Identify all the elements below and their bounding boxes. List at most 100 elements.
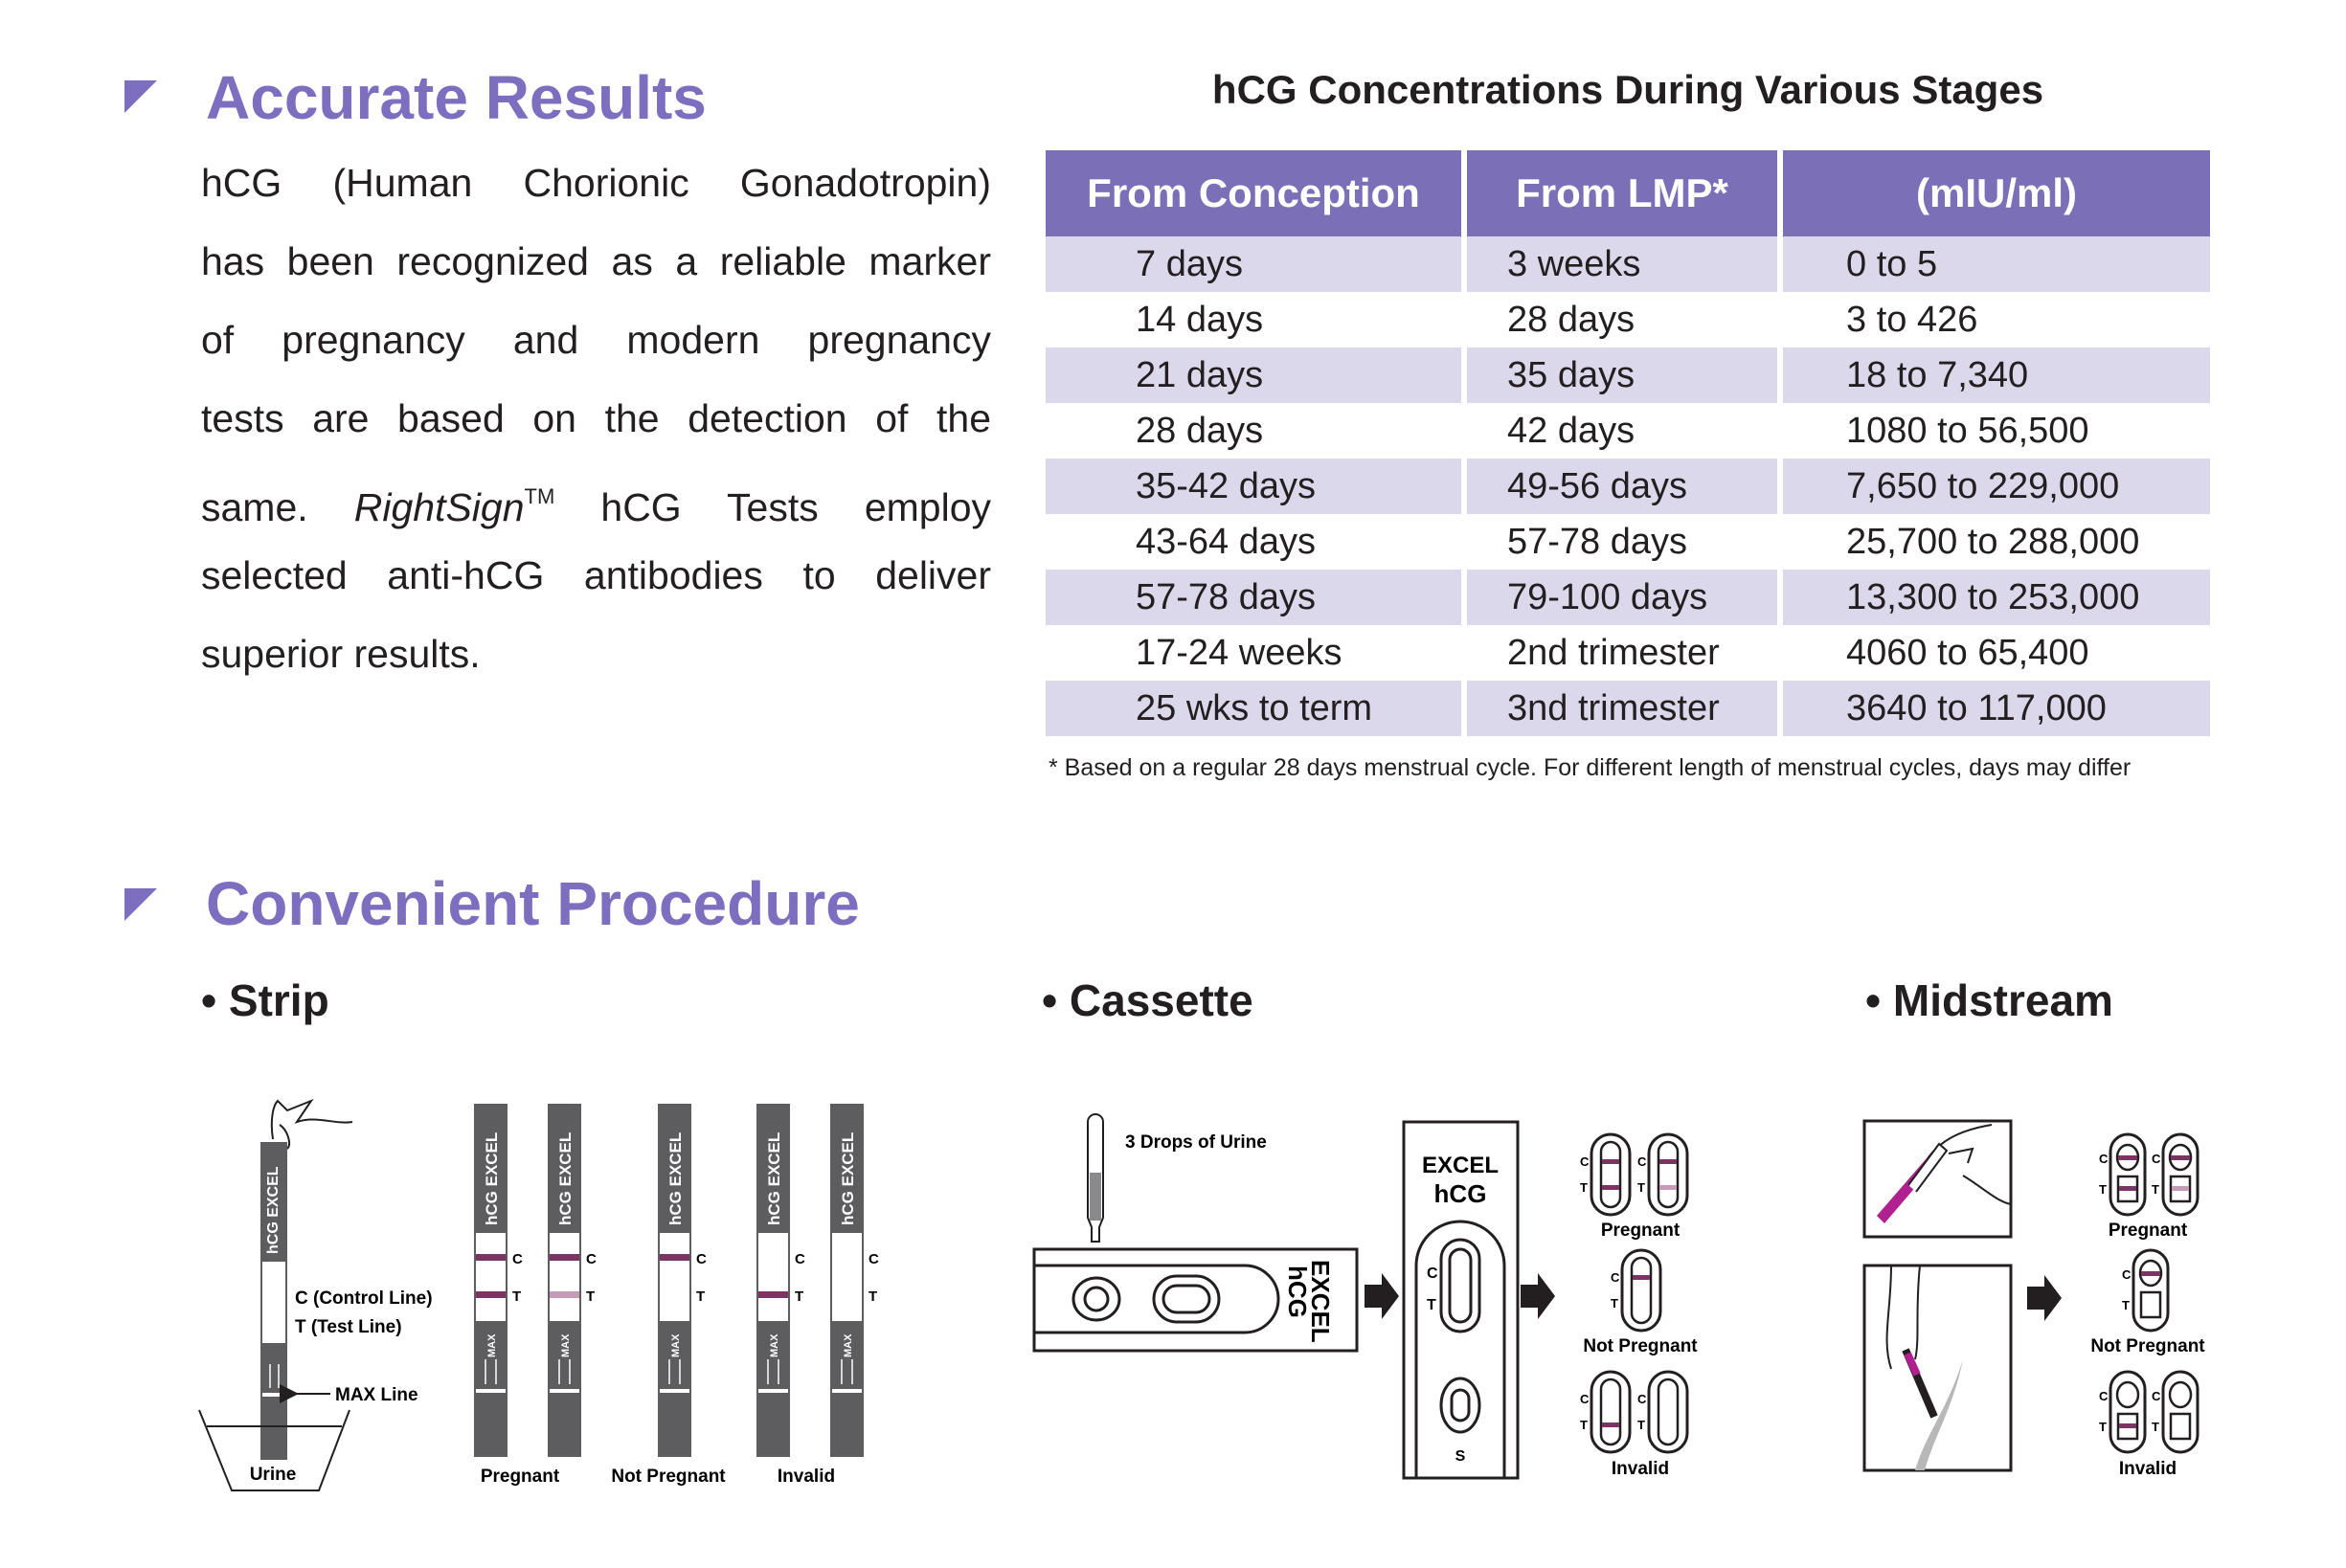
cassette-product: hCG bbox=[1434, 1179, 1487, 1208]
cassette-brand: EXCEL bbox=[1422, 1153, 1499, 1178]
c-mark: C bbox=[696, 1251, 707, 1267]
result-window: CT bbox=[2099, 1132, 2147, 1217]
c-mark: C bbox=[2099, 1152, 2109, 1166]
result-window: CT bbox=[1580, 1132, 1632, 1217]
test-line-label: T (Test Line) bbox=[295, 1317, 402, 1337]
table-cell: 25,700 to 288,000 bbox=[1846, 521, 2140, 562]
c-mark: C bbox=[1637, 1154, 1647, 1169]
accurate-results-paragraph: hCG (Human Chorionic Gonadotropin) has b… bbox=[201, 144, 991, 693]
text: same. bbox=[201, 485, 354, 529]
cassette-vertical bbox=[1402, 1120, 1520, 1480]
column-header: From Conception bbox=[1046, 150, 1467, 236]
max-line bbox=[550, 1389, 579, 1393]
strip-brand: hCG EXCEL bbox=[839, 1132, 857, 1225]
convenient-procedure-heading: Convenient Procedure bbox=[206, 869, 860, 938]
c-mark: C bbox=[2152, 1389, 2161, 1403]
c-mark: C bbox=[2152, 1152, 2161, 1166]
test-line bbox=[2172, 1186, 2189, 1191]
t-mark: T bbox=[696, 1288, 705, 1305]
table-cell: 42 days bbox=[1467, 403, 1783, 459]
table-cell: 1080 to 56,500 bbox=[1846, 410, 2089, 451]
table-cell: 79-100 days bbox=[1467, 570, 1783, 625]
c-mark: C bbox=[512, 1251, 523, 1267]
control-line bbox=[660, 1254, 689, 1261]
arrow-down-icon bbox=[558, 1359, 571, 1384]
t-mark: T bbox=[2152, 1420, 2159, 1434]
arrow-down-icon bbox=[668, 1359, 681, 1384]
table-cell: 49-56 days bbox=[1467, 459, 1783, 514]
max-mark: MAX bbox=[843, 1333, 854, 1357]
drops-label: 3 Drops of Urine bbox=[1125, 1132, 1267, 1153]
table-cell: 28 days bbox=[1467, 292, 1783, 347]
accurate-results-heading: Accurate Results bbox=[206, 63, 707, 132]
t-mark: T bbox=[1637, 1180, 1645, 1195]
result-window: CT bbox=[1637, 1370, 1689, 1454]
table-cell: 2nd trimester bbox=[1467, 625, 1783, 681]
max-line bbox=[758, 1389, 788, 1393]
paragraph-line: of pregnancy and modern pregnancy bbox=[201, 318, 991, 362]
result-window: CT bbox=[2152, 1370, 2199, 1454]
table-cell: 4060 to 65,400 bbox=[1846, 632, 2089, 673]
strip-result-label: Not Pregnant bbox=[611, 1467, 726, 1487]
arrow-right-icon bbox=[1521, 1273, 1555, 1319]
result-window: CT bbox=[1637, 1132, 1689, 1217]
arrow-down-icon bbox=[485, 1359, 497, 1384]
c-mark: C bbox=[2099, 1389, 2109, 1403]
test-line bbox=[1602, 1422, 1619, 1427]
paragraph-line: tests are based on the detection of the bbox=[201, 396, 991, 440]
t-mark: T bbox=[2099, 1182, 2107, 1197]
table-cell: 14 days bbox=[1046, 292, 1467, 347]
strip-window bbox=[476, 1233, 506, 1321]
test-line bbox=[2119, 1186, 2136, 1191]
t-mark: T bbox=[1580, 1418, 1588, 1432]
table-cell: 57-78 days bbox=[1046, 570, 1467, 625]
control-line bbox=[1633, 1275, 1650, 1280]
control-line-label: C (Control Line) bbox=[295, 1288, 433, 1309]
strip-result-label: Invalid bbox=[778, 1467, 835, 1487]
strip-brand: hCG EXCEL bbox=[265, 1166, 282, 1254]
arrow-right-icon bbox=[2027, 1275, 2062, 1321]
table-cell: 25 wks to term bbox=[1046, 681, 1467, 736]
table-cell: 35-42 days bbox=[1046, 459, 1467, 514]
t-mark: T bbox=[1580, 1180, 1588, 1195]
urine-label: Urine bbox=[250, 1465, 297, 1485]
text: hCG Tests employ bbox=[554, 485, 991, 529]
test-line bbox=[1659, 1185, 1677, 1190]
paragraph-line: has been recognized as a reliable marker bbox=[201, 239, 991, 283]
midstream-result-label: Pregnant bbox=[2109, 1221, 2188, 1241]
control-line bbox=[1602, 1159, 1619, 1164]
max-mark: MAX bbox=[670, 1333, 682, 1357]
column-header: (mIU/ml) bbox=[1783, 150, 2210, 236]
test-line bbox=[2119, 1423, 2136, 1428]
t-mark: T bbox=[1427, 1297, 1436, 1313]
cassette-brand: EXCEL bbox=[1306, 1260, 1335, 1343]
result-window: CT bbox=[1611, 1248, 1662, 1333]
section-triangle-icon bbox=[124, 888, 157, 921]
test-line bbox=[1602, 1185, 1619, 1190]
midstream-illustration bbox=[1862, 1119, 2062, 1472]
table-cell: 3nd trimester bbox=[1467, 681, 1783, 736]
t-mark: T bbox=[1637, 1418, 1645, 1432]
table-cell: 57-78 days bbox=[1467, 514, 1783, 570]
t-mark: T bbox=[1611, 1296, 1618, 1310]
strip-window bbox=[758, 1233, 788, 1321]
hand-icon bbox=[270, 1098, 353, 1150]
table-cell: 3640 to 117,000 bbox=[1783, 681, 2210, 736]
paragraph-line: selected anti-hCG antibodies to deliver bbox=[201, 553, 991, 597]
result-window: CT bbox=[1580, 1370, 1632, 1454]
c-mark: C bbox=[1637, 1392, 1647, 1406]
cassette-result-label: Pregnant bbox=[1601, 1221, 1681, 1241]
table-cell: 3 weeks bbox=[1467, 236, 1783, 292]
arrow-down-icon bbox=[841, 1359, 853, 1384]
trademark: TM bbox=[524, 484, 555, 508]
